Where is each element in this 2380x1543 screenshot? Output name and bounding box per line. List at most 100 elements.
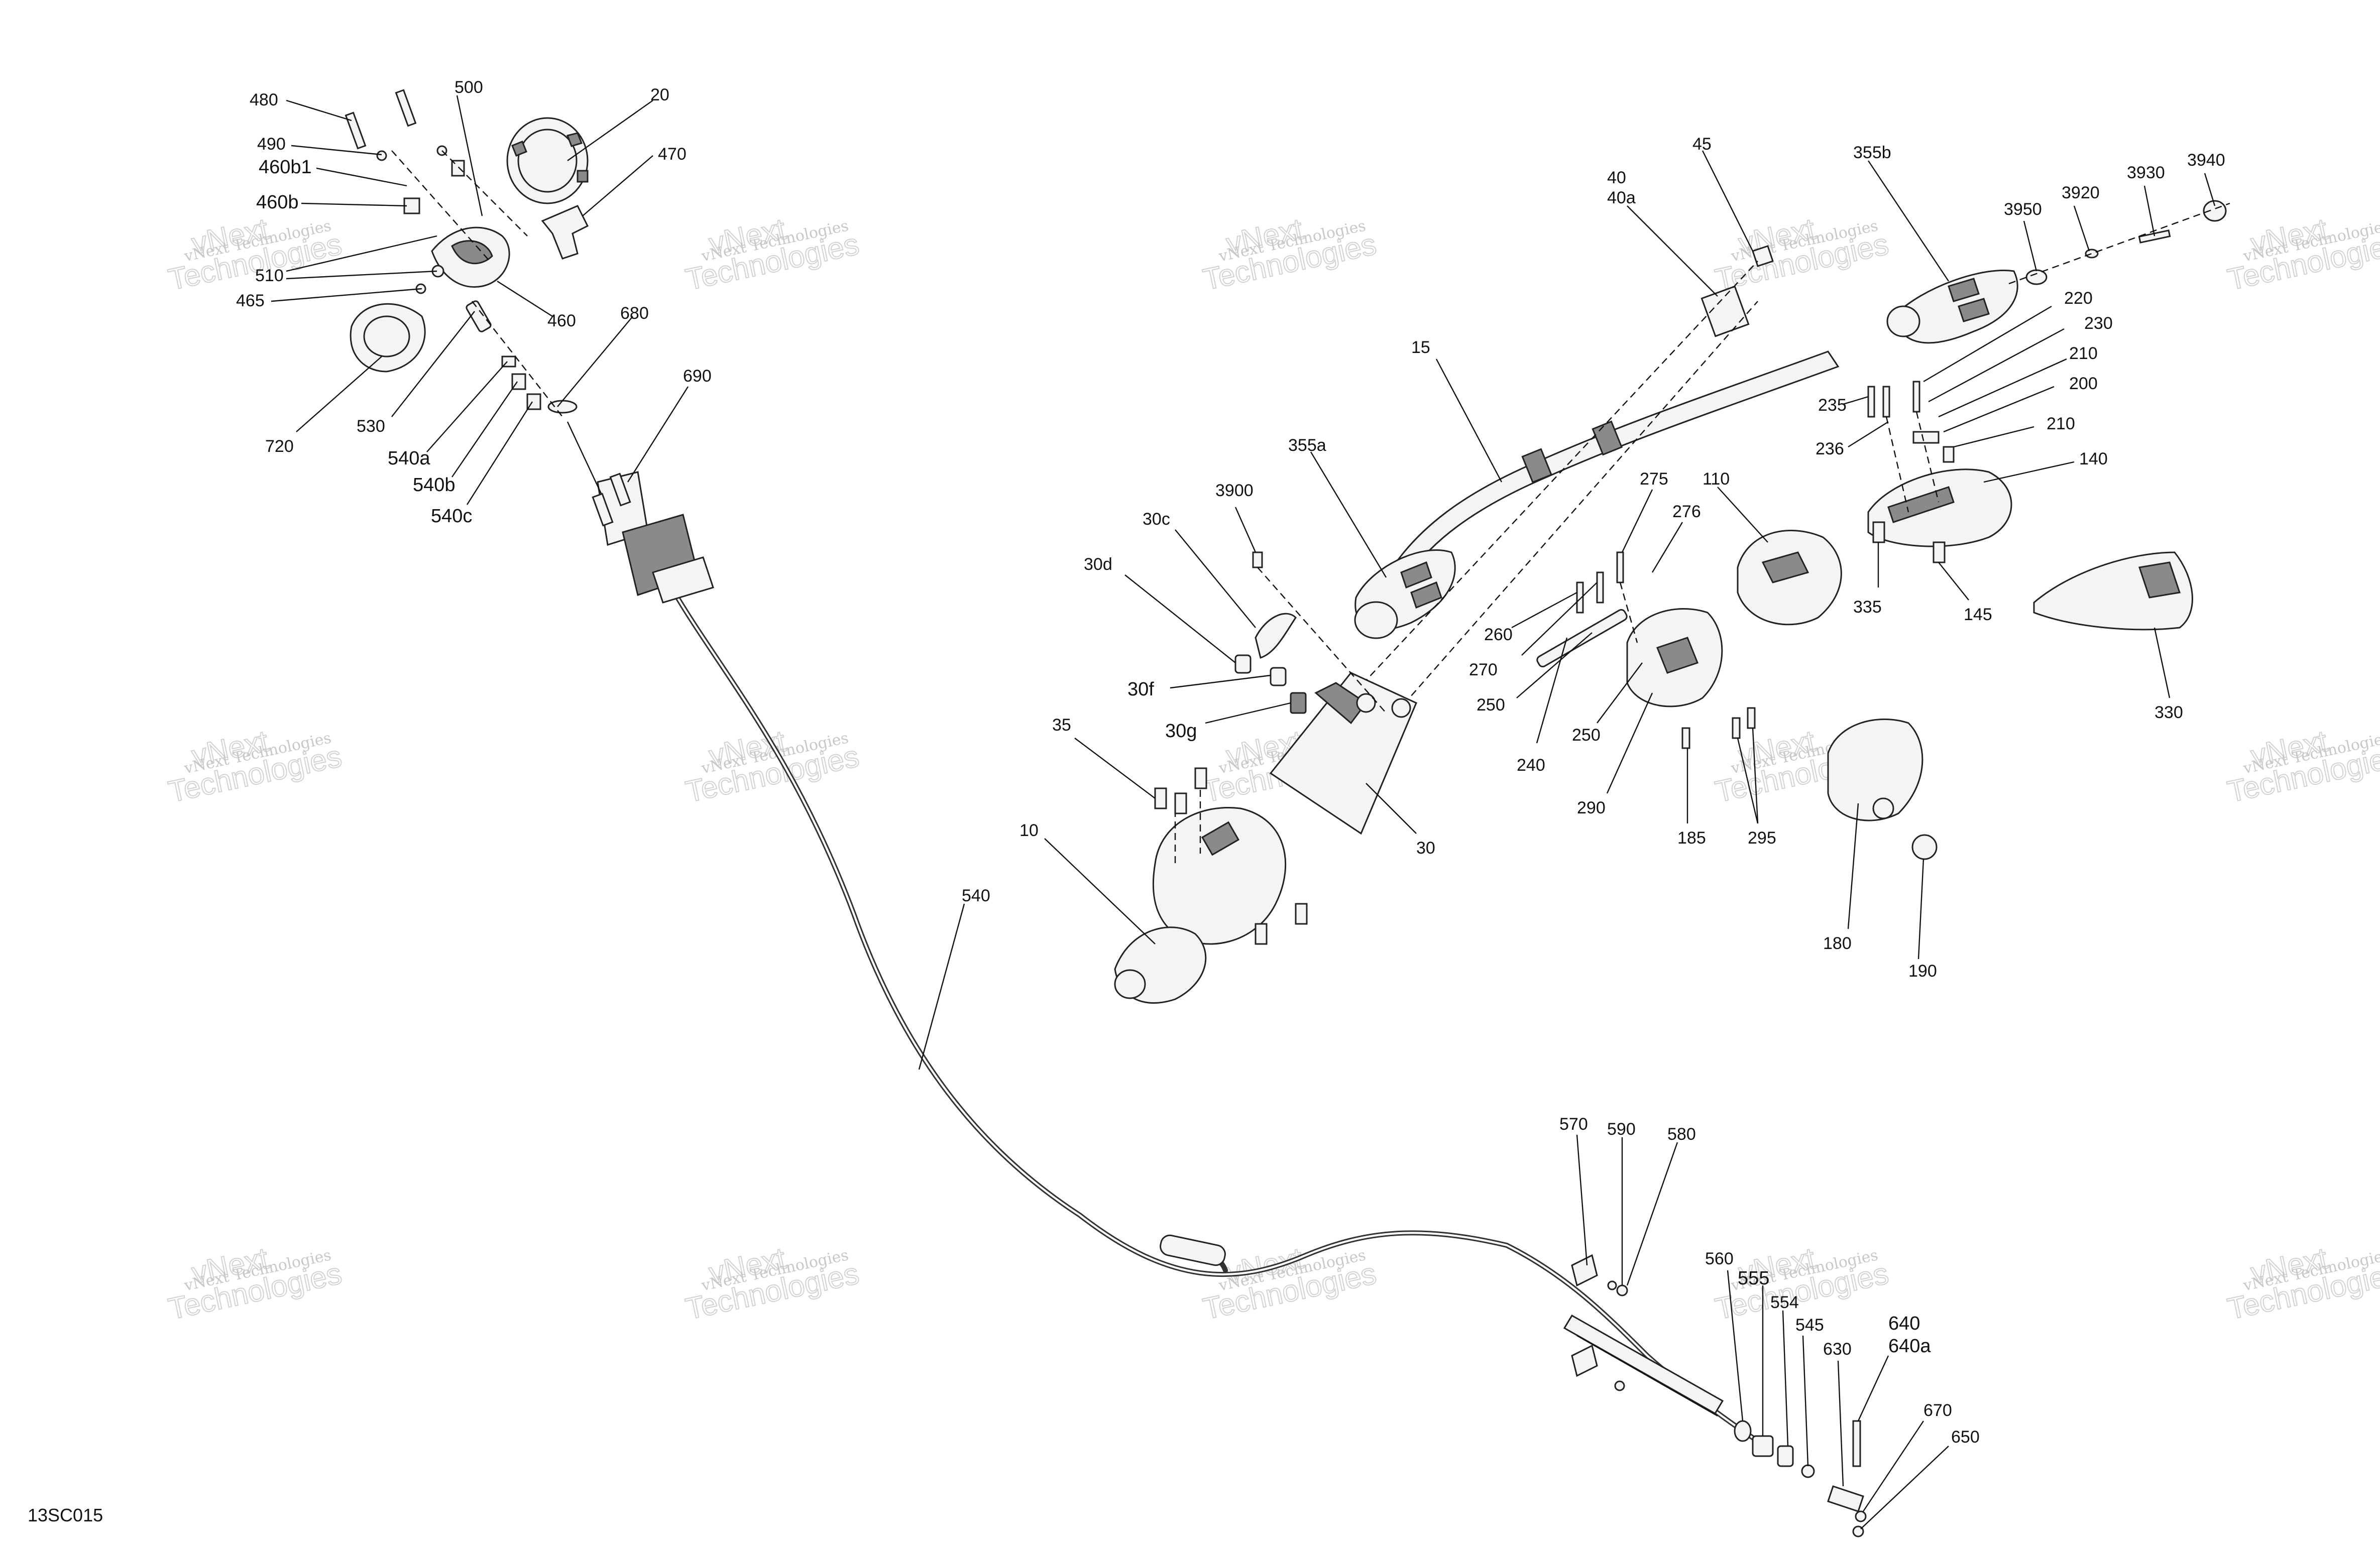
screw-335 [1872, 521, 1885, 543]
leader-line [1621, 489, 1653, 553]
callout-label: 110 [1703, 469, 1730, 489]
callout-label: 140 [2079, 449, 2108, 468]
washer-3950 [2025, 269, 2048, 285]
throttle-housing-30 [1269, 672, 1417, 835]
callout-label: 630 [1823, 1340, 1852, 1359]
housing-720-bore [363, 315, 410, 358]
leader-line [1310, 451, 1387, 578]
bolt-3930 [2138, 229, 2171, 244]
screw-270 [1596, 571, 1604, 604]
leader-line [426, 361, 508, 452]
washer-560 [1734, 1420, 1752, 1442]
callout-label: 690 [683, 367, 712, 386]
leader-line [271, 288, 422, 302]
lever-30c [1255, 613, 1297, 659]
leader-line [1843, 396, 1869, 405]
leader-line [557, 316, 633, 407]
callout-label: 236 [1816, 439, 1844, 458]
callout-label: 460b [256, 192, 299, 213]
callout-label: 555 [1738, 1268, 1769, 1289]
cable-housing-assembly [566, 421, 714, 604]
leader-line [1702, 150, 1754, 252]
washer-590 [1607, 1280, 1617, 1290]
callout-label: 460 [547, 311, 576, 330]
bolt-200 [1912, 431, 1940, 444]
leader-line [2204, 173, 2216, 206]
callout-label: 355b [1853, 143, 1891, 162]
callout-label: 250 [1572, 726, 1601, 745]
screw-236 [1882, 386, 1890, 418]
screw-10b [1255, 923, 1268, 945]
cable-sleeve [1160, 1234, 1226, 1266]
leader-line [1205, 702, 1291, 724]
assembly-line [472, 301, 563, 417]
leader-line [451, 381, 518, 478]
cable-housing-nut [652, 556, 714, 604]
bushing-30d [1234, 654, 1252, 674]
leader-line [1651, 522, 1683, 573]
throttle-cable [670, 587, 1760, 1444]
callout-label: 330 [2155, 703, 2183, 722]
watermark-tile: vNext Technologies vNext Technologies [683, 1241, 863, 1327]
leader-line [1627, 205, 1718, 297]
screw-145 [1933, 541, 1946, 563]
cable-end-parts [1571, 1254, 1867, 1537]
screw-295a [1732, 717, 1741, 739]
leader-line [1953, 426, 2034, 448]
handlebar-knurl-a [1521, 448, 1552, 484]
cable-adjuster-thread [1576, 1335, 1718, 1417]
leader-line [316, 167, 407, 187]
grip-355b [1886, 200, 2230, 344]
callout-label: 276 [1672, 502, 1701, 521]
callout-label: 3930 [2127, 163, 2165, 182]
cover-180 [1827, 719, 1938, 860]
callout-label: 3940 [2187, 151, 2225, 170]
watermark-tile: vNext Technologies vNext Technologies [2224, 211, 2380, 297]
leader-line [1938, 562, 1969, 601]
callout-labels: 480 500 20 490 460b1 470 460b 510 465 46… [236, 78, 2225, 1447]
leader-line [466, 401, 533, 505]
callout-label: 190 [1908, 962, 1937, 981]
cap-190 [1911, 834, 1938, 860]
bushing-30f [1270, 667, 1287, 686]
ring-cover-inner [517, 129, 578, 193]
watermark-tile: vNext Technologies vNext Technologies [165, 211, 346, 297]
callout-label: 500 [455, 78, 483, 97]
callout-label: 240 [1517, 756, 1545, 775]
leader-line [456, 95, 483, 216]
watermark-tile: vNext Technologies vNext Technologies [2224, 1241, 2380, 1327]
screw-235 [1867, 386, 1875, 418]
leader-line [1606, 692, 1653, 794]
cable-housing-screw-b [609, 472, 631, 507]
bushing-555 [1752, 1435, 1774, 1457]
watermark-tile: vNext Technologies vNext Technologies [165, 1241, 346, 1327]
callout-label: 40 [1607, 168, 1626, 187]
housing-10-button [1201, 821, 1240, 856]
callout-label: 510 [255, 266, 284, 285]
grip-355a [1354, 549, 1456, 639]
leader-line [1737, 738, 1759, 824]
switch-housing-110 [1737, 530, 1842, 626]
bolt-500 [395, 89, 417, 127]
callout-label: 30c [1143, 510, 1170, 529]
callout-label: 30d [1084, 555, 1112, 574]
nut-500b [451, 160, 465, 177]
leader-line [391, 311, 475, 417]
leader-line [1511, 591, 1577, 629]
leader-line [918, 903, 965, 1070]
callout-label: 540a [388, 448, 430, 469]
callout-label: 10 [1019, 821, 1039, 840]
leader-line [1074, 738, 1156, 799]
callout-label: 30f [1127, 679, 1154, 700]
cover-180-body [1827, 719, 1923, 821]
bracket-570 [1571, 1254, 1598, 1287]
leader-line [1597, 662, 1643, 724]
assembly-line [1915, 411, 1940, 503]
screw-35b [1174, 792, 1187, 814]
callout-label: 3950 [2004, 200, 2042, 219]
ring-cover-tabs [511, 132, 589, 183]
leader-line [2073, 205, 2090, 252]
lever-30c-parts [1234, 551, 1387, 714]
callout-label: 230 [2084, 314, 2113, 333]
leader-line [497, 280, 553, 317]
